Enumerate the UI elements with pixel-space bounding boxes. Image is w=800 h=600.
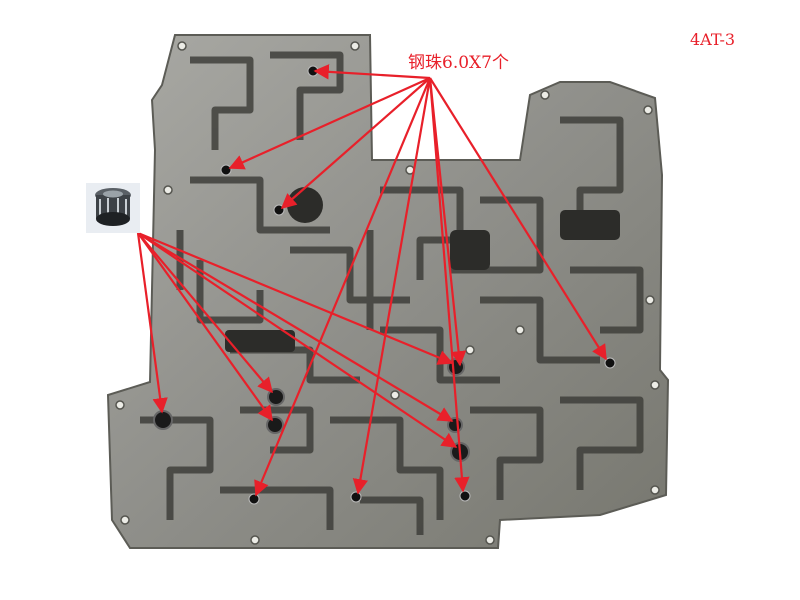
steel-ball-label: 钢珠6.0X7个	[408, 53, 509, 73]
check-valve-photo	[86, 183, 140, 233]
page-code-label: 4AT-3	[690, 30, 736, 49]
steel-ball-arrows	[228, 64, 607, 497]
valve-body-channels	[140, 51, 644, 535]
bolt-holes	[115, 41, 660, 545]
check-valve-arrows	[136, 231, 458, 448]
valve-body-bores	[225, 187, 620, 352]
valve-body-casting	[106, 34, 670, 549]
